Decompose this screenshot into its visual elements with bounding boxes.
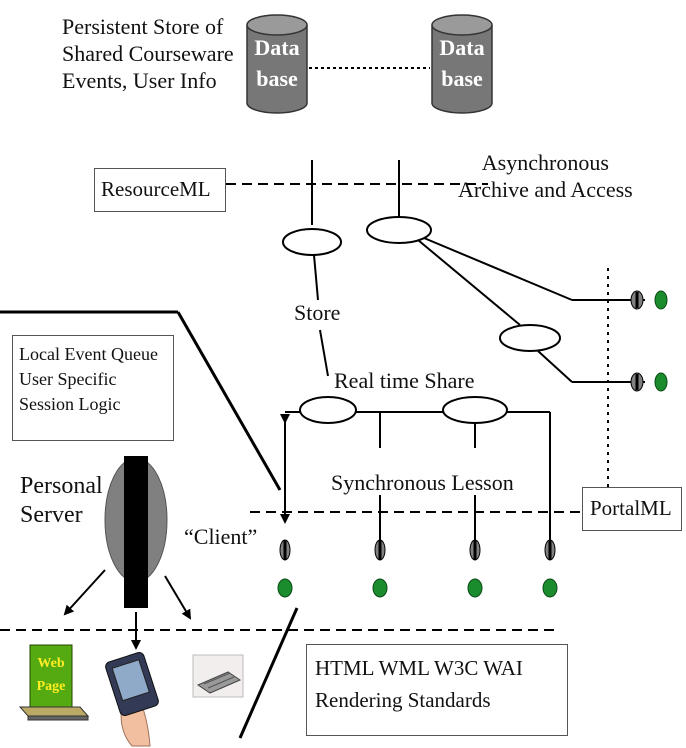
database-2-icon: Data base <box>431 14 493 114</box>
server-to-web-arrow <box>63 569 106 616</box>
store-down-line-1 <box>313 254 319 301</box>
archive-branch-upper <box>423 237 573 301</box>
rendering-standards-label: HTML WML W3C WAI Rendering Standards <box>315 656 523 712</box>
share-node-2 <box>442 396 508 424</box>
asynchronous-label: Asynchronous Archive and Access <box>458 150 633 202</box>
server-to-keyboard-arrow <box>164 575 192 620</box>
archive-sub-node <box>499 324 561 352</box>
portalml-label: PortalML <box>590 496 672 520</box>
database-2-label-bottom: base <box>441 66 483 91</box>
persistent-store-label: Persistent Store of Shared Courseware Ev… <box>62 14 234 93</box>
archive-branch-lower <box>417 239 521 326</box>
database-2-label-top: Data <box>439 35 484 60</box>
web-page-label-top: Web <box>37 656 64 671</box>
local-event-queue-label: Local Event Queue User Specific Session … <box>19 344 158 415</box>
web-page-device-icon: Web Page <box>18 644 90 721</box>
client-endpoint-2 <box>372 539 388 598</box>
local-queue-diagonal-line <box>176 311 282 491</box>
synchronous-lesson-label: Synchronous Lesson <box>331 470 514 495</box>
database-1-label-top: Data <box>254 35 299 60</box>
client-lower-diagonal-line <box>238 607 299 739</box>
resourceml-label: ResourceML <box>101 177 211 201</box>
archive-sub-line <box>537 350 573 383</box>
store-node <box>282 228 342 256</box>
portalml-box: PortalML <box>582 487 682 531</box>
async-endpoint-1 <box>630 290 668 310</box>
client-endpoint-3 <box>467 539 483 598</box>
store-label: Store <box>294 300 341 325</box>
web-page-label-bottom: Page <box>37 679 66 694</box>
resourceml-box: ResourceML <box>94 168 226 212</box>
rendering-standards-box: HTML WML W3C WAI Rendering Standards <box>306 644 568 736</box>
database-1-label-bottom: base <box>256 66 298 91</box>
client-endpoint-1 <box>277 539 293 598</box>
store-down-line-2 <box>319 329 329 377</box>
archive-node <box>366 216 432 244</box>
personal-server-label: Personal Server <box>20 473 103 529</box>
local-event-queue-box: Local Event Queue User Specific Session … <box>12 335 174 441</box>
share-node-1 <box>299 396 357 424</box>
real-time-share-label: Real time Share <box>334 368 475 393</box>
client-endpoint-4 <box>542 539 558 598</box>
keyboard-device-icon <box>192 654 244 698</box>
client-label: “Client” <box>184 524 258 549</box>
personal-server-icon <box>104 456 168 608</box>
pda-device-icon <box>105 651 159 747</box>
async-endpoint-2 <box>630 372 668 392</box>
database-1-icon: Data base <box>246 14 308 114</box>
